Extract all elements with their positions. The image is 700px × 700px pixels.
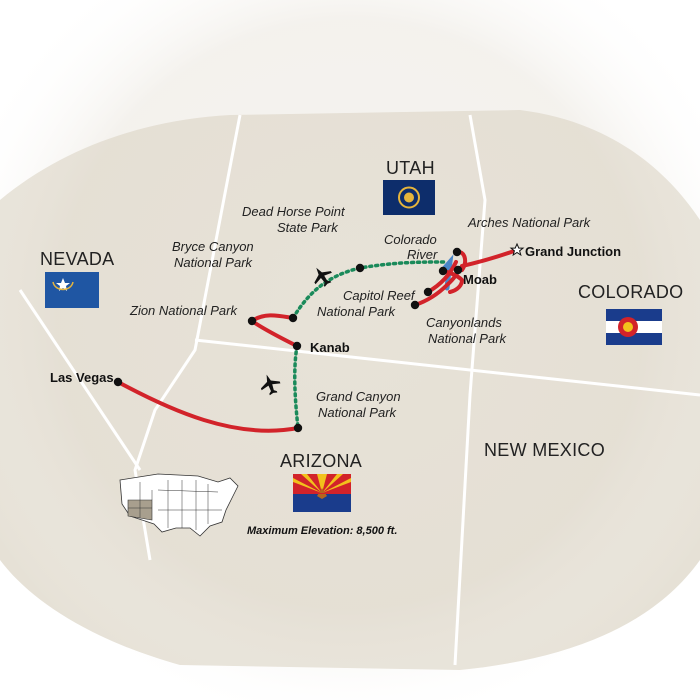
label-capitol-reef-line1: Capitol Reef — [343, 288, 416, 303]
state-label-new-mexico: NEW MEXICO — [484, 440, 605, 460]
label-colorado-river-line1: Colorado — [384, 232, 437, 247]
utah-arizona-border — [194, 338, 700, 397]
star-icon — [509, 242, 525, 257]
marker-moab — [453, 265, 463, 275]
state-label-utah: UTAH — [386, 158, 435, 178]
label-moab: Moab — [463, 272, 497, 287]
label-arches: Arches National Park — [467, 215, 592, 230]
marker-capitol-reef — [355, 263, 365, 273]
label-grand-canyon-line2: National Park — [318, 405, 398, 420]
airplane-icon — [314, 267, 332, 287]
label-las-vegas: Las Vegas — [50, 370, 114, 385]
label-zion: Zion National Park — [129, 303, 238, 318]
nevada-flag-icon — [45, 272, 99, 308]
label-colorado-river-line2: River — [407, 247, 438, 262]
label-bryce-line1: Bryce Canyon — [172, 239, 254, 254]
marker-arches — [452, 247, 462, 257]
marker-canyonlands — [410, 300, 420, 310]
label-canyonlands-line2: National Park — [428, 331, 508, 346]
arizona-flag-icon — [293, 474, 351, 512]
marker-dead-horse-point — [438, 266, 448, 276]
elevation-note: Maximum Elevation: 8,500 ft. — [247, 525, 397, 537]
colorado-flag-icon — [606, 309, 662, 345]
label-dead-horse-point-line2: State Park — [277, 220, 339, 235]
label-grand-canyon-line1: Grand Canyon — [316, 389, 401, 404]
stop-markers — [113, 247, 463, 433]
state-label-colorado: COLORADO — [578, 282, 683, 302]
label-kanab: Kanab — [310, 340, 350, 355]
marker-bryce — [288, 313, 298, 323]
marker-las-vegas — [113, 377, 123, 387]
label-grand-junction: Grand Junction — [525, 244, 621, 259]
utah-flag-icon — [383, 180, 435, 215]
route-moab-grand-junction — [460, 248, 519, 268]
state-label-nevada: NEVADA — [40, 249, 115, 269]
route-las-vegas-grand-canyon — [116, 380, 300, 433]
colorado-river — [440, 254, 454, 291]
label-canyonlands-line1: Canyonlands — [426, 315, 502, 330]
label-capitol-reef-line2: National Park — [317, 304, 397, 319]
route-moab-loop — [440, 269, 464, 294]
marker-zion — [247, 316, 257, 326]
marker-canyonlands-2 — [423, 287, 433, 297]
state-label-arizona: ARIZONA — [280, 451, 362, 471]
label-dead-horse-point-line1: Dead Horse Point — [242, 204, 346, 219]
nevada-ca-border — [18, 289, 142, 471]
airplane-icon — [260, 374, 281, 396]
label-bryce-line2: National Park — [174, 255, 254, 270]
utah-colorado-border — [453, 114, 487, 666]
flight-route-kanab-grand-canyon — [293, 344, 300, 430]
us-locator-map-icon — [119, 473, 239, 537]
marker-kanab — [292, 341, 302, 351]
marker-grand-canyon — [293, 423, 303, 433]
